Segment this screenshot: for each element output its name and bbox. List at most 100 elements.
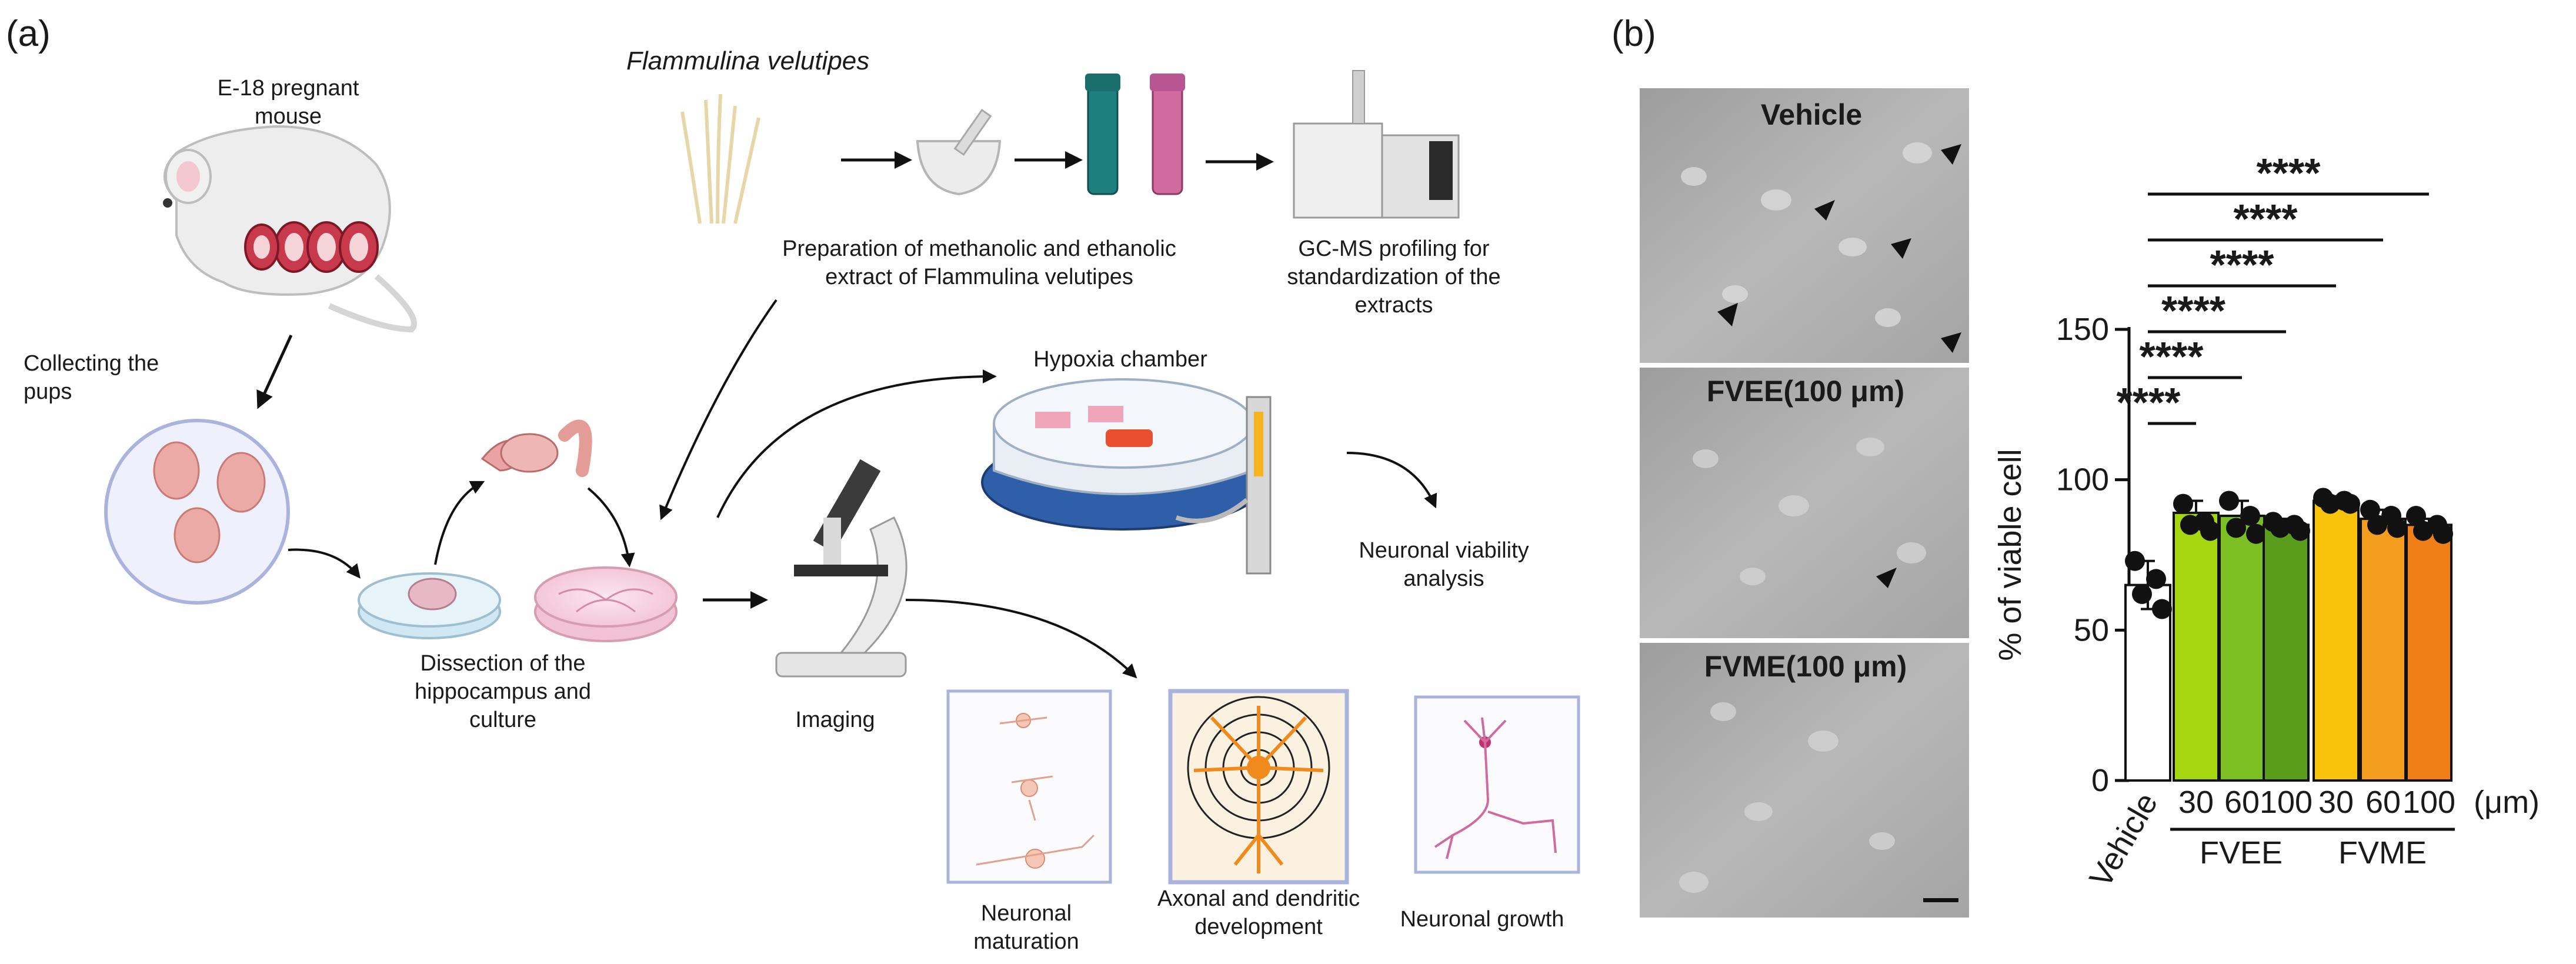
data-point: [2173, 493, 2193, 514]
unit-label: (μm): [2474, 785, 2540, 820]
arrow-hypoxia-to-viability: [1346, 452, 1437, 509]
data-point: [2180, 515, 2200, 535]
data-point: [2433, 523, 2453, 544]
panel-a-label: (a): [6, 14, 51, 54]
hippocampus-icon: [481, 419, 592, 477]
axonal-box: [1168, 689, 1349, 885]
y-tick-label: 150: [2056, 312, 2109, 347]
arrow-culture-to-hypoxia: [716, 369, 997, 518]
dissection-dish-icon: [358, 572, 501, 639]
gcms-label-line1: GC-MS profiling for: [1298, 236, 1490, 261]
extract-tubes-icon: [1085, 74, 1185, 195]
group-label: FVEE: [2200, 835, 2283, 870]
prep-label-line1: Preparation of methanolic and ethanolic: [782, 236, 1176, 261]
gcms-label-line2: standardization of the: [1287, 265, 1500, 289]
significance-label: ****: [2234, 196, 2298, 242]
microscope-icon: [775, 459, 907, 678]
arrow-hippocampus-to-culture: [587, 487, 635, 568]
data-point: [2360, 499, 2380, 520]
bar: [2263, 523, 2310, 782]
pregnant-mouse-icon: [163, 125, 417, 333]
arrow-microscope-to-outcomes: [905, 599, 1137, 679]
significance-label: ****: [2161, 288, 2226, 333]
micrograph-label-fvee: FVEE(100 μm): [1707, 375, 1904, 408]
mushroom-icon: [680, 94, 760, 224]
x-tick-label: 30: [2318, 785, 2354, 820]
data-point: [2219, 491, 2239, 511]
pups-label-line2: pups: [24, 379, 72, 404]
data-point: [2240, 506, 2260, 526]
bar: [2405, 523, 2452, 782]
significance-label: ****: [2117, 379, 2181, 425]
data-point: [2413, 521, 2433, 541]
mortar-icon: [916, 108, 1002, 196]
bar: [2173, 511, 2220, 782]
dissection-label-line2: hippocampus and: [415, 679, 591, 704]
y-tick-label: 100: [2056, 462, 2109, 498]
data-point: [2290, 521, 2310, 541]
culture-dish-icon: [534, 566, 678, 642]
mouse-label-line1: E-18 pregnant: [218, 76, 359, 101]
arrow-pups-to-dissection: [288, 548, 361, 579]
maturation-label-line1: Neuronal: [981, 901, 1072, 926]
micrograph-fvme: [1640, 643, 1969, 918]
arrow-dissection-to-hippocampus: [434, 481, 485, 565]
arrowhead-icons: [1717, 144, 1961, 353]
micrograph-fvee: [1640, 368, 1969, 638]
data-point: [2132, 583, 2152, 604]
data-point: [2246, 523, 2266, 544]
gcms-instrument-icon: [1293, 70, 1460, 219]
x-tick-label: 30: [2178, 785, 2214, 820]
x-tick-label: 60: [2365, 785, 2401, 820]
data-point: [2152, 599, 2172, 619]
micrograph-vehicle: [1640, 88, 1969, 363]
hypoxia-chamber-icon: [981, 378, 1272, 575]
x-tick-label: 100: [2260, 785, 2313, 820]
dissection-label-line1: Dissection of the: [421, 651, 586, 676]
data-point: [2125, 551, 2145, 571]
bar: [2313, 499, 2360, 782]
micrograph-label-fvme: FVME(100 μm): [1704, 650, 1907, 683]
data-point: [2367, 515, 2387, 535]
gcms-label-line3: extracts: [1354, 293, 1433, 318]
x-tick-label: 100: [2403, 785, 2455, 820]
imaging-label: Imaging: [795, 708, 875, 732]
data-point: [2406, 506, 2426, 526]
micrograph-label-vehicle: Vehicle: [1761, 98, 1862, 131]
significance-label: ****: [2210, 242, 2275, 288]
group-label: FVME: [2338, 835, 2427, 870]
axonal-label-line2: development: [1194, 915, 1323, 939]
data-point: [2340, 493, 2360, 514]
x-tick-label: 60: [2224, 785, 2260, 820]
data-point: [2270, 518, 2290, 538]
data-point: [2387, 518, 2407, 538]
pups-circle-icon: [104, 419, 290, 605]
bar: [2218, 515, 2265, 782]
dissection-label-line3: culture: [469, 708, 536, 732]
maturation-label-line2: maturation: [973, 929, 1079, 954]
y-axis-title: % of viable cell: [1993, 449, 2028, 661]
hypoxia-label: Hypoxia chamber: [1033, 347, 1207, 372]
scale-bar: [1923, 898, 1958, 902]
growth-box: [1414, 695, 1580, 874]
y-tick-label: 50: [2074, 612, 2109, 648]
species-label: Flammulina velutipes: [626, 46, 869, 75]
panel-b-label: (b): [1611, 14, 1656, 54]
data-point: [2226, 518, 2246, 538]
y-tick-label: 0: [2091, 763, 2109, 798]
viability-label-line1: Neuronal viability: [1359, 538, 1529, 563]
significance-label: ****: [2140, 333, 2204, 379]
growth-label: Neuronal growth: [1400, 907, 1564, 932]
maturation-box: [946, 689, 1112, 884]
bar: [2360, 518, 2407, 782]
arrow-extract-to-culture: [659, 299, 778, 521]
viability-label-line2: analysis: [1403, 566, 1484, 591]
pups-label-line1: Collecting the: [24, 351, 159, 376]
arrow-mouse-to-pups: [256, 334, 293, 409]
x-tick-label: Vehicle: [2083, 787, 2164, 893]
prep-label-line2: extract of Flammulina velutipes: [825, 265, 1133, 289]
data-point: [2320, 493, 2340, 514]
arrowhead-icon: [1876, 568, 1897, 588]
data-point: [2200, 521, 2220, 541]
